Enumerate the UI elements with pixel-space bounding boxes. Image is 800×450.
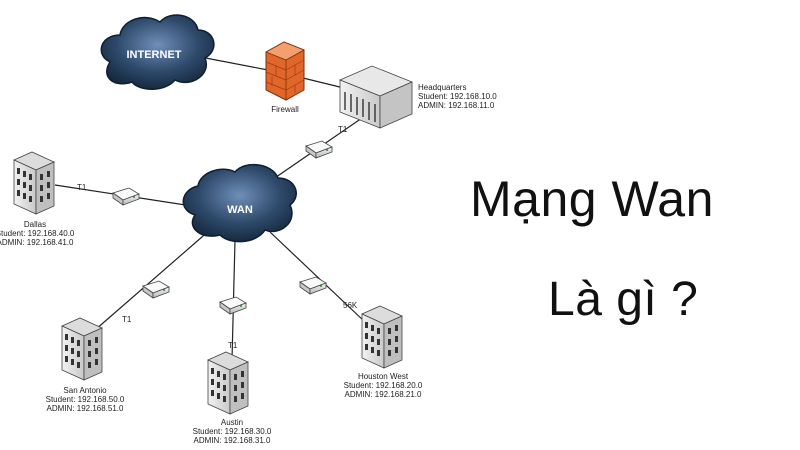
san-antonio-modem-icon	[142, 280, 170, 299]
page-subtitle: Là gì ?	[548, 273, 699, 326]
houston-west-student: Student: 192.168.20.0	[344, 381, 423, 390]
internet-label: INTERNET	[127, 49, 182, 61]
houston-west-link: 56K	[343, 301, 358, 310]
dallas-building-icon	[13, 151, 55, 215]
internet-cloud: INTERNET	[100, 14, 215, 90]
houston-west-modem-icon	[299, 276, 327, 295]
austin-link: T1	[228, 341, 238, 350]
austin-name: Austin	[221, 418, 243, 427]
austin-building-icon	[207, 351, 249, 415]
austin-modem-icon	[219, 296, 247, 315]
austin-admin: ADMIN: 192.168.31.0	[194, 436, 271, 445]
san-antonio-building-icon	[61, 317, 103, 381]
dallas-modem-icon	[112, 187, 140, 206]
san-antonio-name: San Antonio	[63, 386, 107, 395]
headquarters-name: Headquarters	[418, 83, 466, 92]
dallas-link: T1	[77, 183, 87, 192]
austin-student: Student: 192.168.30.0	[193, 427, 272, 436]
san-antonio-admin: ADMIN: 192.168.51.0	[47, 404, 124, 413]
firewall-label: Firewall	[271, 105, 299, 114]
headquarters-student: Student: 192.168.10.0	[418, 92, 497, 101]
san-antonio-student: Student: 192.168.50.0	[46, 395, 125, 404]
houston-west-building-icon	[361, 305, 403, 369]
headquarters-modem-icon	[305, 140, 333, 159]
dallas-student: Student: 192.168.40.0	[0, 229, 75, 238]
dallas-admin: ADMIN: 192.168.41.0	[0, 238, 74, 247]
houston-west-name: Houston West	[358, 372, 409, 381]
page-title: Mạng Wan	[470, 171, 714, 227]
wan-cloud: WAN	[182, 163, 297, 243]
dallas-name: Dallas	[24, 220, 46, 229]
headquarters-server-icon	[338, 65, 414, 129]
wan-label: WAN	[227, 204, 253, 216]
firewall-icon	[265, 41, 305, 101]
san-antonio-link: T1	[122, 315, 132, 324]
headquarters-admin: ADMIN: 192.168.11.0	[418, 101, 495, 110]
houston-west-admin: ADMIN: 192.168.21.0	[345, 390, 422, 399]
headquarters-link: T1	[338, 125, 348, 134]
